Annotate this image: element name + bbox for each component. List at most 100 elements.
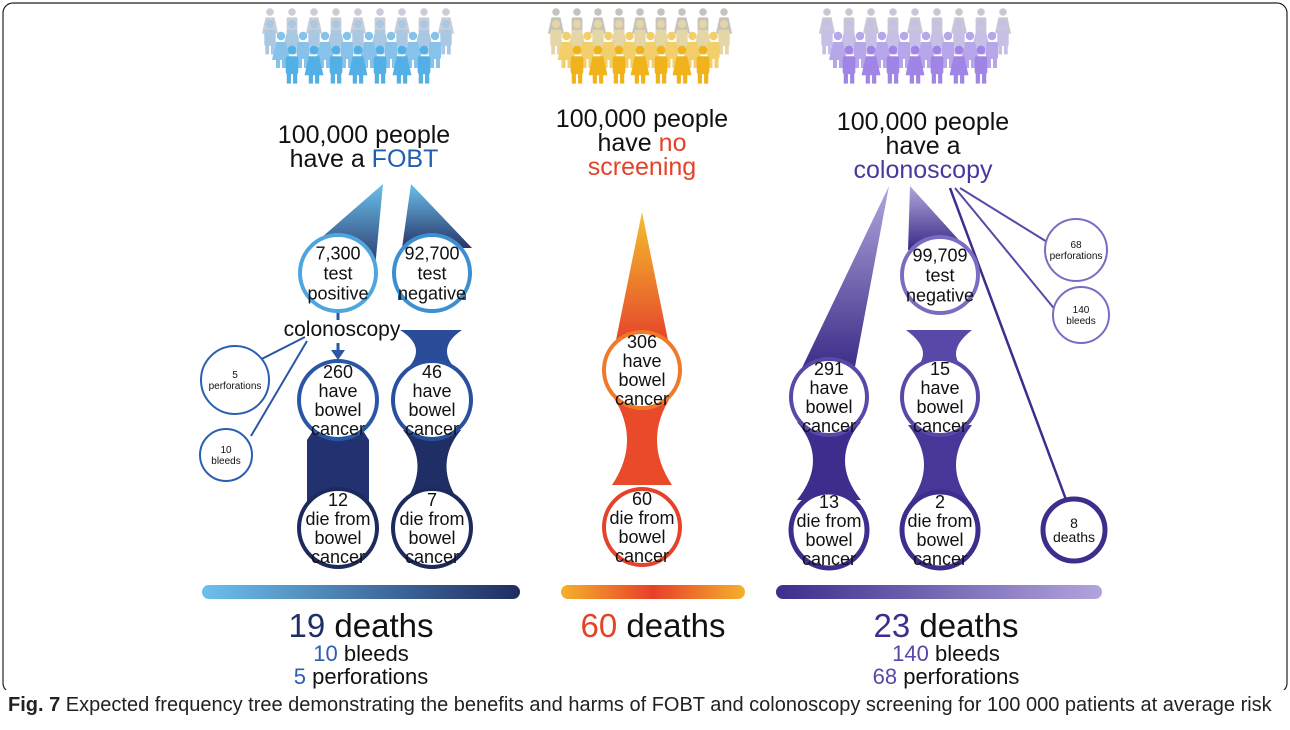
fobt-bleeds-node-text: bleeds [211, 456, 240, 467]
fobt-summary-deaths: 19 deaths [289, 607, 434, 644]
colonoscopy-deaths-node-text: 8 [1070, 515, 1078, 531]
fobt-cancer-left-node-text: have [318, 381, 357, 401]
header-fobt: 100,000 people have a FOBT [278, 121, 450, 173]
people-icon-group-fobt [261, 8, 455, 84]
colonoscopy-death-left-node-circle [788, 489, 870, 571]
header-colonoscopy-line1: 100,000 people [837, 108, 1009, 136]
people-icon-group-colonoscopy [818, 8, 1012, 84]
noscreen-summary: 60 deaths [581, 607, 726, 644]
fobt-cancer-left-node-text: 260 [323, 362, 353, 382]
colonoscopy-death-left-node-text: bowel [805, 530, 852, 550]
fobt-cancer-right-node-text: bowel [408, 400, 455, 420]
fobt-positive-node-text: test [323, 263, 352, 283]
colonoscopy-negative-node-circle [900, 235, 980, 315]
noscreen-connector [612, 395, 672, 485]
header-fobt-line1: 100,000 people [278, 121, 450, 149]
fobt-cancer-right-node-circle [391, 359, 473, 441]
colonoscopy-perforations-node-circle [1044, 218, 1108, 282]
fobt-positive-node-text: positive [307, 283, 368, 303]
colonoscopy-branch [797, 186, 1070, 506]
colonoscopy-summary-bleeds: 140 bleeds [892, 641, 1000, 666]
noscreen-death-node-text: 60 [632, 489, 652, 509]
colonoscopy-negative-node-text: test [925, 265, 954, 285]
fobt-death-left-node-text: die from [305, 509, 370, 529]
fobt-death-right-node-text: die from [399, 509, 464, 529]
fobt-bleeds-line [250, 340, 308, 437]
noscreen-summary-bar [561, 585, 745, 599]
fobt-cancer-left-node-circle [297, 359, 379, 441]
fobt-summary-bar [202, 585, 520, 599]
header-colonoscopy-line3: colonoscopy [854, 156, 993, 184]
fobt-summary-perforations: 5 perforations [294, 664, 429, 689]
fobt-negative-node-circle [392, 233, 472, 313]
noscreen-cancer-node-circle [602, 330, 682, 410]
fobt-negative-node-text: 92,700 [404, 243, 459, 263]
fobt-death-right-node-text: bowel [408, 528, 455, 548]
fobt-death-left-node-text: bowel [314, 528, 361, 548]
fobt-death-left-node-text: cancer [311, 547, 365, 567]
header-fobt-line2: have a FOBT [290, 145, 439, 173]
colonoscopy-perforation-line [959, 187, 1053, 246]
frequency-tree-diagram: 100,000 people have a FOBT 100,000 peopl… [2, 2, 1288, 694]
colonoscopy-cancer-left-node-text: 291 [814, 359, 844, 379]
colonoscopy-bleeds-node-circle [1052, 286, 1110, 344]
colonoscopy-summary-perforations: 68 perforations [873, 664, 1020, 689]
fobt-colonoscopy-label: colonoscopy [284, 318, 401, 341]
fobt-cancer-right-node-text: 46 [422, 362, 442, 382]
fobt-death-left-node-text: 12 [328, 490, 348, 510]
fobt-perforations-node-circle [200, 345, 270, 415]
fobt-death-left-node-circle [297, 487, 379, 569]
colonoscopy-cancer-left-node-text: cancer [802, 416, 856, 436]
fobt-positive-node-circle [298, 233, 378, 313]
noscreen-branch [612, 212, 672, 485]
fobt-negative-funnel [402, 184, 472, 248]
fobt-negative-node-text: negative [398, 283, 466, 303]
fobt-right-connector-low [403, 430, 461, 505]
colonoscopy-cancer-left-node-text: have [809, 378, 848, 398]
colonoscopy-negative-funnel [908, 186, 968, 250]
noscreen-death-node-text: cancer [615, 546, 669, 566]
colonoscopy-cancer-left-node-circle [789, 357, 869, 437]
colonoscopy-deaths-node-circle [1040, 496, 1108, 564]
colonoscopy-death-right-node-text: bowel [916, 530, 963, 550]
header-colonoscopy-line2: have a [885, 132, 960, 160]
colonoscopy-cancer-right-node-text: cancer [913, 416, 967, 436]
noscreen-cancer-node-text: have [622, 351, 661, 371]
colonoscopy-bleeds-node-text: 140 [1073, 305, 1090, 316]
noscreen-funnel [615, 212, 669, 345]
header-noscreen-line2: have no [598, 129, 687, 157]
colonoscopy-negative-node-text: 99,709 [912, 245, 967, 265]
fobt-death-right-node-text: 7 [427, 490, 437, 510]
fobt-cancer-right-node-text: cancer [405, 419, 459, 439]
colonoscopy-cancer-left-node-text: bowel [805, 397, 852, 417]
fobt-bleeds-node-text: 10 [220, 445, 232, 456]
colonoscopy-death-left-node-text: 13 [819, 492, 839, 512]
fobt-bleeds-node-circle [199, 428, 253, 482]
fobt-death-right-node-text: cancer [405, 547, 459, 567]
colonoscopy-left-connector [797, 422, 861, 500]
people-icon-group-noscreen [547, 8, 733, 84]
colonoscopy-deaths-node-text: deaths [1053, 529, 1095, 545]
noscreen-death-node-text: die from [609, 508, 674, 528]
colonoscopy-perforations-node-text: 68 [1070, 240, 1082, 251]
colonoscopy-death-right-node-text: die from [907, 511, 972, 531]
header-colonoscopy: 100,000 people have a colonoscopy [837, 108, 1009, 184]
fobt-summary: 19 deaths 10 bleeds 5 perforations [289, 607, 434, 689]
colonoscopy-bleeds-node-text: bleeds [1066, 316, 1095, 327]
noscreen-summary-deaths: 60 deaths [581, 607, 726, 644]
